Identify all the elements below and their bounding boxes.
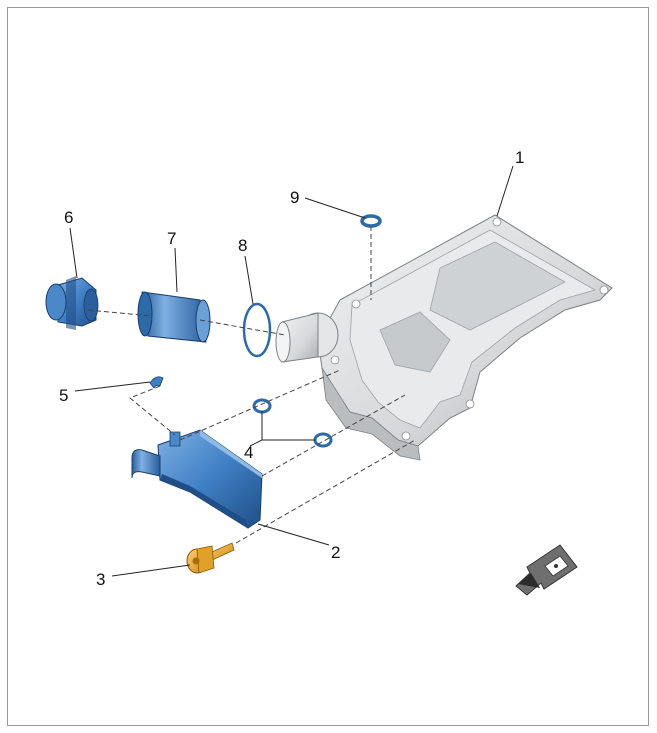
direction-arrow-icon [515,544,578,596]
callout-2: 2 [331,543,340,562]
callout-5: 5 [59,386,68,405]
oil-filter-element [137,291,211,343]
oil-pan [275,214,613,461]
bolt [186,542,235,574]
filter-housing-cap [45,276,99,330]
callout-4: 4 [244,443,253,462]
oil-cooler [131,429,263,529]
seal-rings [252,398,333,448]
callout-7: 7 [167,229,176,248]
callout-6: 6 [64,208,73,227]
callout-3: 3 [96,570,105,589]
leader-lines [69,165,514,577]
callout-8: 8 [238,236,247,255]
o-ring [242,302,272,358]
callout-1: 1 [515,148,524,167]
callout-9: 9 [290,188,299,207]
clip [149,376,164,389]
